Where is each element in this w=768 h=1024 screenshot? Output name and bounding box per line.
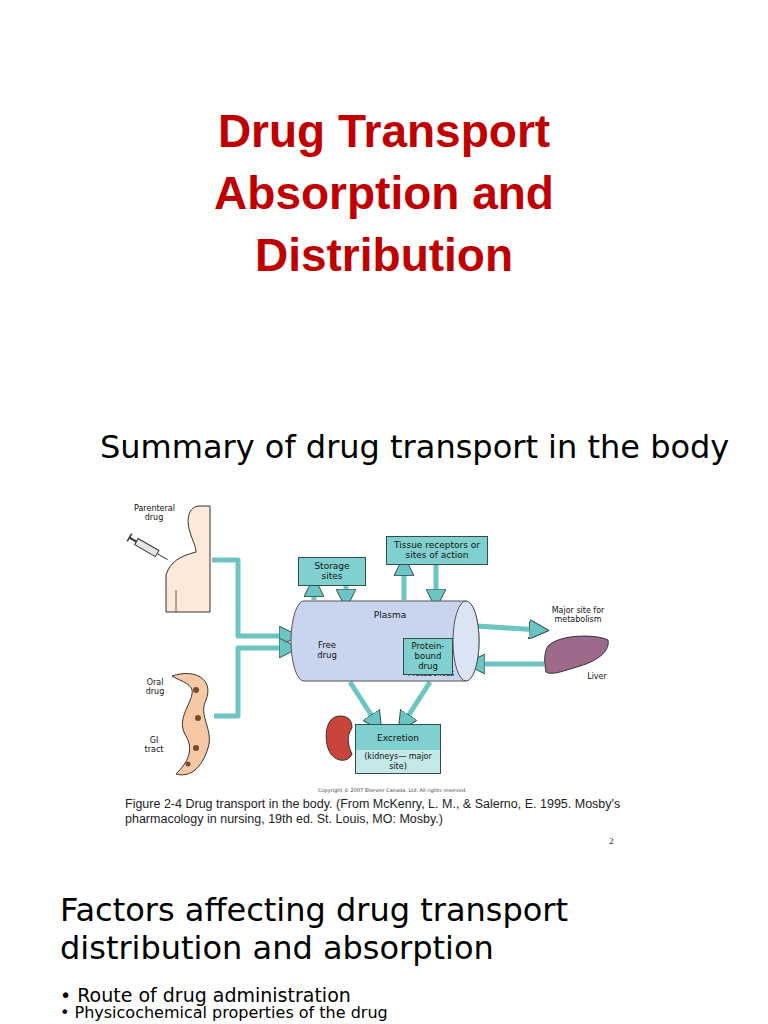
organ-figure: Major site for metabolismLiver: [540, 606, 616, 688]
liver-figure: [545, 636, 609, 673]
copyright-note: Copyright © 2007 Elsevier Canada, Ltd. A…: [318, 787, 538, 793]
box-label: Protein-bound drug: [408, 642, 448, 671]
intestine-figure: [172, 673, 209, 774]
flow-arrow: [402, 565, 407, 600]
flow-arrow: [434, 565, 439, 600]
process-box: Storage sites: [298, 557, 366, 586]
figure-caption: Figure 2-4 Drug transport in the body. (…: [125, 797, 655, 827]
flow-arrow: [214, 648, 290, 716]
person-figure: [127, 506, 210, 612]
bullet-item: • Route of drug administration: [60, 984, 740, 1006]
process-box: Tissue receptors or sites of action: [386, 536, 488, 565]
box-label: Storage sites: [303, 561, 361, 582]
flow-arrow: [350, 682, 377, 724]
node-label: Parenteral drug: [134, 504, 174, 522]
flow-arrow: [403, 682, 430, 724]
source-figure: Parenteral drug: [128, 503, 212, 613]
section-heading: Factors affecting drug transport distrib…: [60, 891, 720, 967]
source-figure: Oral drug GI tract: [140, 672, 218, 780]
compartment-label: Plasma: [360, 610, 420, 620]
node-label: Liver: [582, 672, 612, 681]
node-label: GI tract: [140, 736, 168, 754]
page-number: 2: [609, 836, 614, 846]
process-box: Protein-bound drug: [403, 638, 453, 675]
box-label: Free drug: [310, 640, 344, 660]
slide-title: Drug Transport Absorption and Distributi…: [150, 100, 618, 286]
box-label: Tissue receptors or sites of action: [391, 540, 483, 561]
process-box: Excretion(kidneys— major site): [355, 724, 441, 774]
node-label: Major site for metabolism: [542, 606, 614, 624]
section-heading: Summary of drug transport in the body: [100, 428, 740, 466]
node-label: Oral drug: [140, 678, 170, 696]
kidney-figure: [326, 716, 352, 760]
flow-arrow: [344, 586, 349, 600]
box-sublabel: (kidneys— major site): [356, 750, 440, 772]
plasma-cylinder: PlasmaMetabolitesFree drugProtein-bound …: [290, 600, 480, 682]
flow-arrow: [212, 560, 290, 636]
box-label: Excretion: [360, 728, 436, 748]
bullet-item: • Physicochemical properties of the drug: [60, 1004, 740, 1022]
flow-arrow: [312, 586, 317, 600]
flow-arrow: [476, 626, 540, 630]
flow-arrow: [474, 662, 544, 667]
